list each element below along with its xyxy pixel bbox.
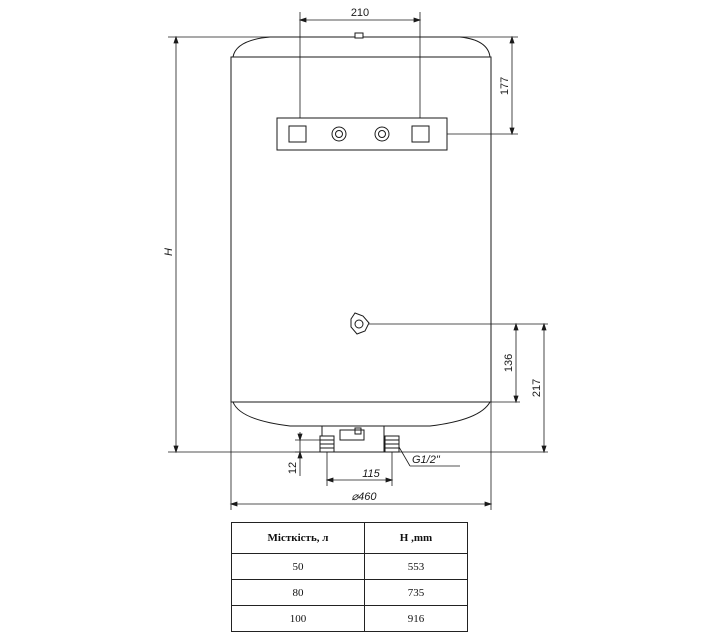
tank-body [230,56,492,403]
dimension-diameter [229,402,493,510]
dimension-h [168,35,322,454]
thermostat-knob [350,312,370,335]
label-115: 115 [362,468,380,480]
label-177: 177 [499,77,511,95]
capacity-table: Місткість, л H ,mm 50 553 80 735 100 916 [231,522,468,632]
table-row: 100 916 [231,605,468,632]
inlet-pipe-left [319,435,335,453]
tank-top-nub [354,32,364,39]
cell-capacity: 50 [231,553,365,580]
header-height: H ,mm [364,522,468,554]
cell-height: 916 [364,605,468,632]
thread-leader [398,446,460,467]
cell-height: 735 [364,579,468,606]
outlet-pipe-right [384,435,400,453]
label-210: 210 [351,7,369,19]
label-h: H [163,248,175,256]
cell-capacity: 100 [231,605,365,632]
dimension-177 [363,35,518,136]
table-row: 80 735 [231,579,468,606]
label-12: 12 [287,462,299,474]
bracket-fitting-right [374,126,390,142]
mounting-bracket [276,117,448,151]
flange-knob [354,427,362,435]
flange-inner [339,429,365,441]
bracket-fitting-left [331,126,347,142]
dimension-136-217 [369,322,548,454]
label-136: 136 [503,354,515,372]
dimension-115 [325,452,394,486]
bracket-slot-left [288,125,307,143]
dimension-210 [298,12,422,118]
tank-top-cap [232,36,491,58]
table-header-row: Місткість, л H ,mm [231,522,468,554]
dimension-12 [295,432,320,476]
cell-capacity: 80 [231,579,365,606]
label-thread: G1/2" [412,454,441,466]
cell-height: 553 [364,553,468,580]
header-capacity: Місткість, л [231,522,365,554]
tank-bottom-cap [232,401,491,427]
label-217: 217 [531,379,543,397]
bracket-slot-right [411,125,430,143]
label-diameter: ⌀460 [352,491,378,503]
table-row: 50 553 [231,553,468,580]
